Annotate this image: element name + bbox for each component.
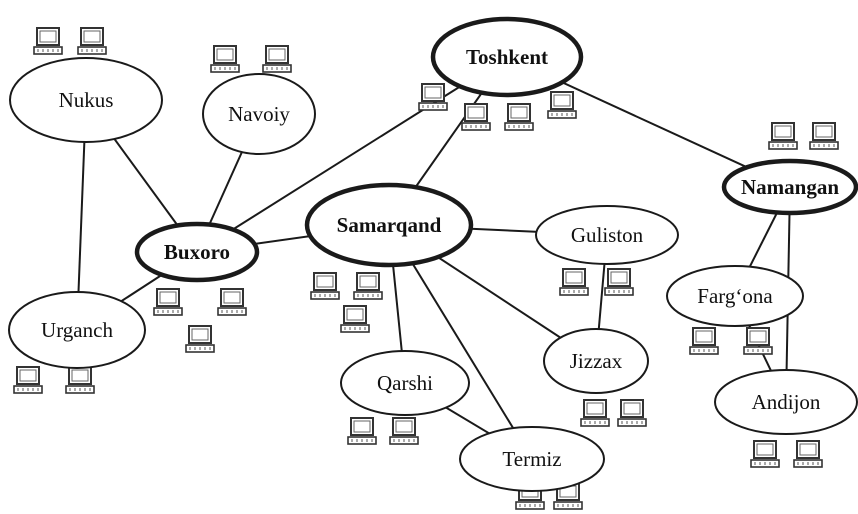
node-ellipse-termiz bbox=[459, 426, 605, 492]
computer-terminal-icon-nukus-1 bbox=[33, 27, 63, 55]
node-ellipse-navoiy bbox=[202, 73, 316, 155]
computer-terminal-icon-andijon-2 bbox=[793, 440, 823, 468]
computer-terminal-icon-samarqand-1 bbox=[310, 272, 340, 300]
node-toshkent: Toshkent bbox=[430, 16, 584, 98]
node-qarshi: Qarshi bbox=[340, 350, 470, 416]
computer-terminal-icon-nukus-2 bbox=[77, 27, 107, 55]
node-namangan: Namangan bbox=[721, 158, 858, 216]
node-ellipse-qarshi bbox=[340, 350, 470, 416]
computer-terminal-icon-samarqand-2 bbox=[353, 272, 383, 300]
computer-terminal-icon-toshkent-left-2 bbox=[461, 103, 491, 131]
node-label-samarqand: Samarqand bbox=[337, 213, 442, 237]
node-ellipse-andijon bbox=[714, 369, 858, 435]
node-ellipse-nukus bbox=[9, 57, 163, 143]
edge-toshkent-buxoro bbox=[196, 56, 508, 253]
node-label-namangan: Namangan bbox=[741, 175, 839, 199]
computer-terminal-icon-buxoro-extra-1 bbox=[185, 325, 215, 353]
computer-terminal-icon-jizzax-2 bbox=[617, 399, 647, 427]
computer-terminal-icon-jizzax-1 bbox=[580, 399, 610, 427]
node-label-nukus: Nukus bbox=[59, 88, 114, 112]
node-andijon: Andijon bbox=[714, 369, 858, 435]
computer-terminal-icon-andijon-1 bbox=[750, 440, 780, 468]
node-label-jizzax: Jizzax bbox=[570, 349, 623, 373]
node-jizzax: Jizzax bbox=[543, 328, 649, 394]
node-label-andijon: Andijon bbox=[752, 390, 821, 414]
node-ellipse-fargona bbox=[666, 265, 804, 327]
node-ellipse-samarqand bbox=[304, 182, 474, 268]
node-label-fargona: Farg‘ona bbox=[697, 284, 773, 308]
node-guliston: Guliston bbox=[535, 205, 679, 265]
computer-terminal-icon-qarshi-2 bbox=[389, 417, 419, 445]
node-ellipse-toshkent bbox=[430, 16, 584, 98]
node-label-qarshi: Qarshi bbox=[377, 371, 433, 395]
node-label-guliston: Guliston bbox=[571, 223, 644, 247]
computer-terminal-icon-termiz-2 bbox=[553, 482, 583, 510]
computer-terminal-icon-buxoro-1 bbox=[153, 288, 183, 316]
computer-terminal-icon-namangan-2 bbox=[809, 122, 839, 150]
computer-terminal-icon-samarqand-extra-2 bbox=[340, 305, 370, 333]
node-ellipse-namangan bbox=[721, 158, 858, 216]
node-label-navoiy: Navoiy bbox=[228, 102, 290, 126]
node-samarqand: Samarqand bbox=[304, 182, 474, 268]
node-navoiy: Navoiy bbox=[202, 73, 316, 155]
node-ellipse-buxoro bbox=[134, 221, 260, 283]
computer-terminal-icon-urganch-2 bbox=[65, 366, 95, 394]
computer-terminal-icon-buxoro-2 bbox=[217, 288, 247, 316]
computer-terminal-icon-guliston-1 bbox=[559, 268, 589, 296]
computer-terminal-icon-fargona-1 bbox=[689, 327, 719, 355]
node-ellipse-urganch bbox=[8, 291, 146, 369]
node-nukus: Nukus bbox=[9, 57, 163, 143]
computer-terminal-icon-toshkent-left-1 bbox=[418, 83, 448, 111]
node-ellipse-guliston bbox=[535, 205, 679, 265]
computer-terminal-icon-urganch-1 bbox=[13, 366, 43, 394]
computers-layer bbox=[13, 27, 839, 510]
computer-terminal-icon-navoiy-2 bbox=[262, 45, 292, 73]
node-label-urganch: Urganch bbox=[41, 318, 113, 342]
node-termiz: Termiz bbox=[459, 426, 605, 492]
node-label-termiz: Termiz bbox=[502, 447, 561, 471]
computer-terminal-icon-navoiy-1 bbox=[210, 45, 240, 73]
computer-terminal-icon-fargona-2 bbox=[743, 327, 773, 355]
node-fargona: Farg‘ona bbox=[666, 265, 804, 327]
node-label-toshkent: Toshkent bbox=[466, 45, 548, 69]
computer-terminal-icon-toshkent-right-2 bbox=[547, 91, 577, 119]
computer-terminal-icon-guliston-2 bbox=[604, 268, 634, 296]
computer-terminal-icon-qarshi-1 bbox=[347, 417, 377, 445]
node-urganch: Urganch bbox=[8, 291, 146, 369]
node-ellipse-jizzax bbox=[543, 328, 649, 394]
node-label-buxoro: Buxoro bbox=[164, 240, 230, 264]
node-buxoro: Buxoro bbox=[134, 221, 260, 283]
computer-terminal-icon-namangan-1 bbox=[768, 122, 798, 150]
computer-terminal-icon-toshkent-right-1 bbox=[504, 103, 534, 131]
